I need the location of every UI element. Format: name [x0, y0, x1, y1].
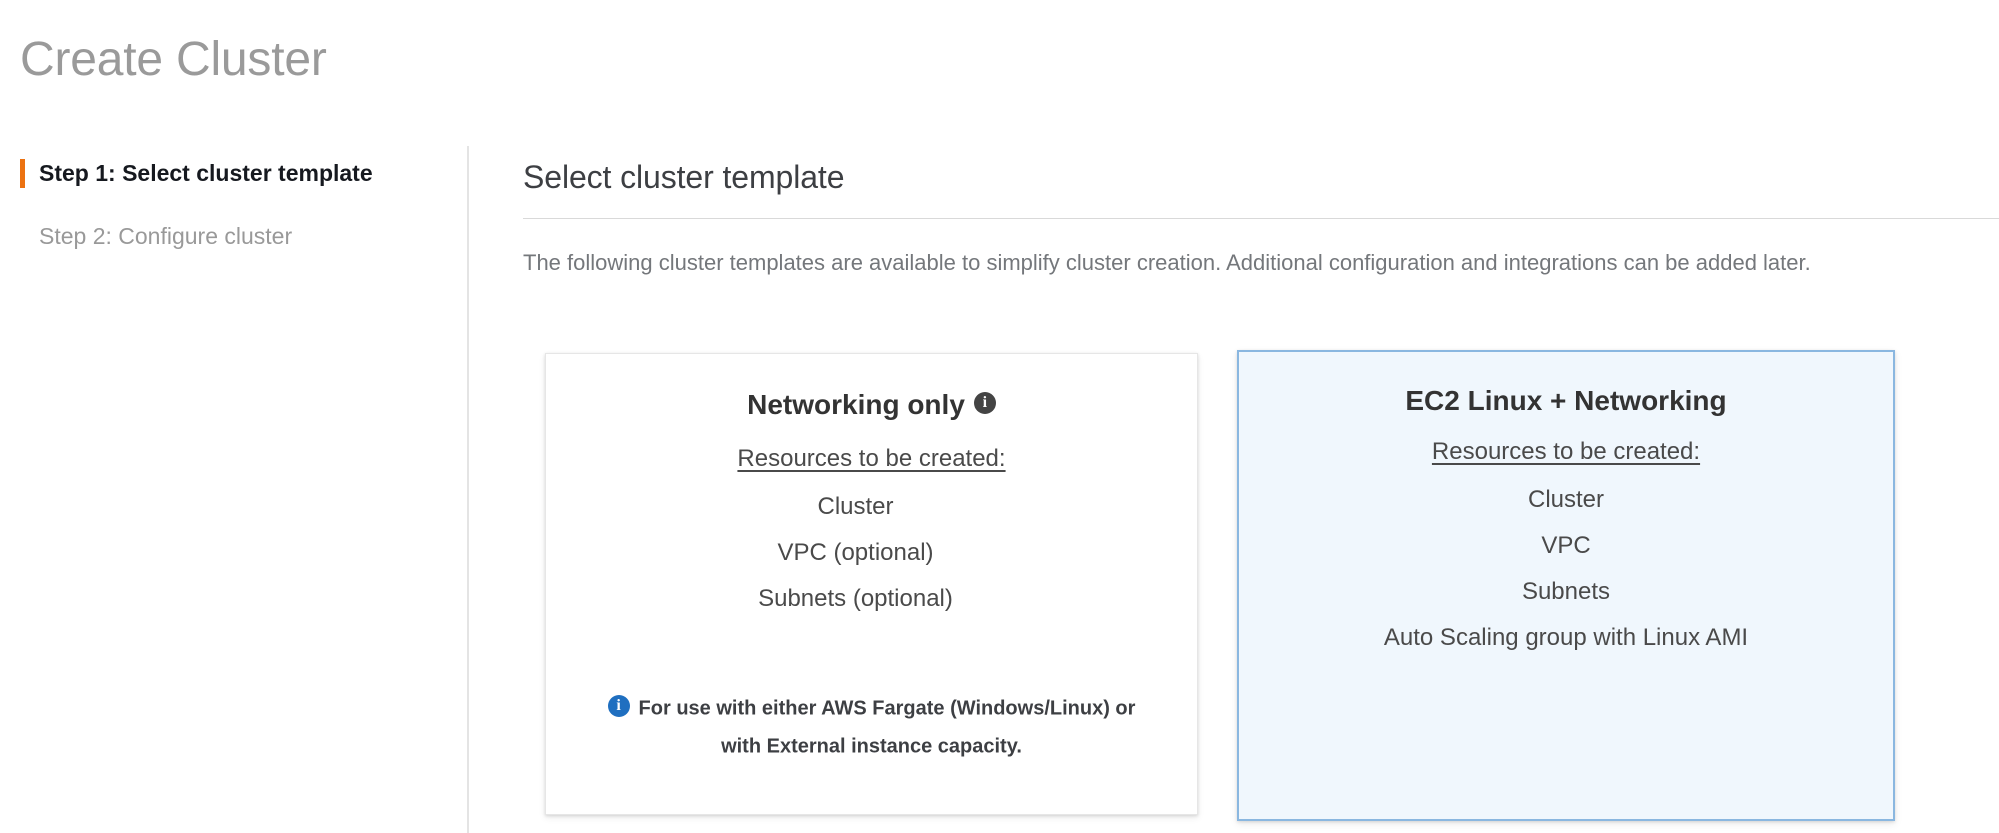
- active-step-marker: [20, 159, 25, 188]
- sidebar-item-step-1[interactable]: Step 1: Select cluster template: [20, 159, 373, 188]
- main-content: Select cluster template The following cl…: [523, 140, 1999, 833]
- section-divider: [523, 218, 1999, 219]
- section-title: Select cluster template: [523, 159, 845, 195]
- resources-heading-networking-only: Resources to be created:: [737, 445, 1006, 473]
- info-icon-blue: i: [607, 695, 630, 718]
- card-title-networking-only: Networking only i: [546, 380, 1197, 427]
- list-item: Cluster: [1527, 486, 1605, 514]
- wizard-steps-sidebar: Step 1: Select cluster template Step 2: …: [0, 140, 468, 833]
- card-note-text: For use with either AWS Fargate (Windows…: [638, 697, 1136, 758]
- list-item: Subnets (optional): [758, 585, 953, 613]
- resources-heading-ec2-linux-networking: Resources to be created:: [1431, 438, 1701, 466]
- sidebar-item-label-step-1: Step 1: Select cluster template: [39, 160, 373, 186]
- list-item: Auto Scaling group with Linux AMI: [1383, 624, 1749, 652]
- sidebar-item-step-2[interactable]: Step 2: Configure cluster: [20, 222, 292, 251]
- list-item: VPC (optional): [777, 539, 934, 567]
- info-icon[interactable]: i: [973, 391, 996, 414]
- card-title-text: Networking only: [747, 389, 965, 421]
- card-note-networking-only: i For use with either AWS Fargate (Window…: [546, 689, 1197, 766]
- inactive-step-marker: [20, 222, 25, 251]
- section-description: The following cluster templates are avai…: [523, 250, 1811, 275]
- list-item: VPC: [1541, 532, 1591, 560]
- card-title-text: EC2 Linux + Networking: [1405, 385, 1727, 417]
- resource-list-ec2-linux-networking: Cluster VPC Subnets Auto Scaling group w…: [1239, 477, 1893, 661]
- card-title-ec2-linux-networking: EC2 Linux + Networking: [1239, 376, 1893, 423]
- page-title: Create Cluster: [20, 33, 327, 86]
- sidebar-item-label-step-2: Step 2: Configure cluster: [39, 223, 293, 249]
- template-card-ec2-linux-networking[interactable]: EC2 Linux + Networking Resources to be c…: [1237, 350, 1895, 821]
- list-item: Cluster: [817, 493, 894, 521]
- template-card-networking-only[interactable]: Networking only i Resources to be created…: [545, 353, 1198, 815]
- list-item: Subnets: [1521, 578, 1611, 606]
- resource-list-networking-only: Cluster VPC (optional) Subnets (optional…: [546, 484, 1197, 622]
- sidebar-divider: [467, 146, 469, 833]
